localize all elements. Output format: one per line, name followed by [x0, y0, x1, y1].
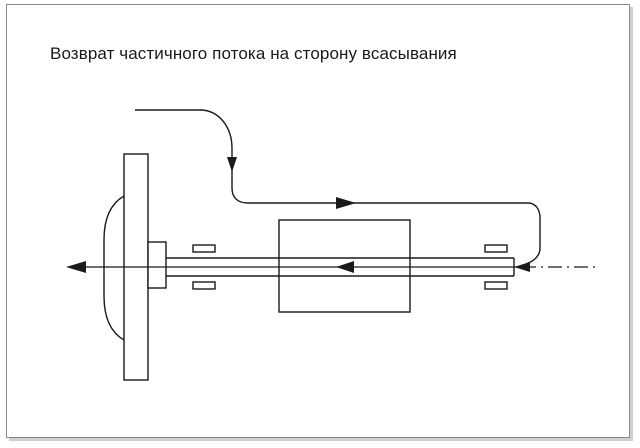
arrow-left-rotor-icon: [336, 261, 354, 273]
impeller-shroud: [103, 195, 125, 341]
bearing-pad-front-top: [192, 244, 216, 253]
diagram-caption: Возврат частичного потока на сторону вса…: [50, 44, 457, 63]
return-flow-path: [135, 109, 541, 265]
arrow-left-outlet-icon: [66, 261, 86, 273]
arrow-down-icon: [227, 157, 237, 172]
bearing-pad-rear-bottom: [484, 281, 508, 290]
arrow-into-shaft-icon: [514, 262, 530, 272]
bearing-pad-front-bottom: [192, 281, 216, 290]
impeller-hub: [147, 241, 167, 289]
arrow-right-icon: [336, 197, 356, 209]
bearing-pad-rear-top: [484, 244, 508, 253]
